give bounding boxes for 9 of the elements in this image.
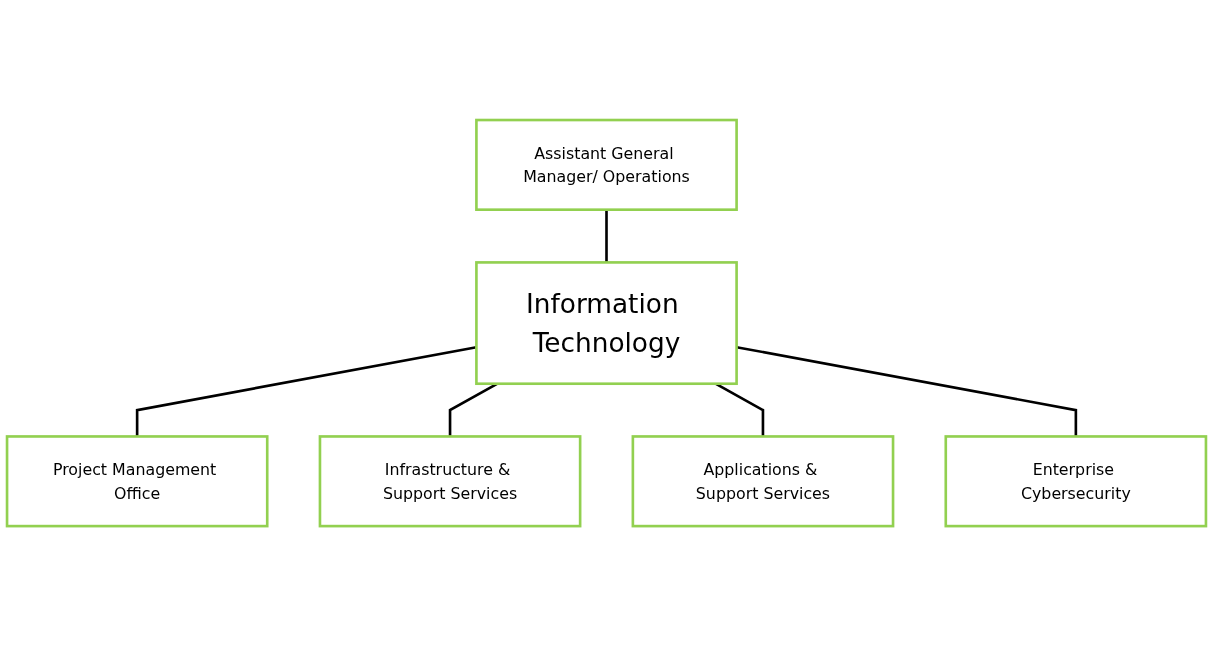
node-box: Project Management Office [5,435,269,528]
node-box: Infrastructure & Support Services [318,435,582,528]
connector [605,210,608,263]
connector [736,346,1078,437]
connector [135,346,477,437]
node-box: Applications & Support Services [631,435,895,528]
node-box: Enterprise Cybersecurity [944,435,1208,528]
node-box: Assistant General Manager/ Operations [475,119,738,212]
node-box: Information Technology [475,261,738,386]
